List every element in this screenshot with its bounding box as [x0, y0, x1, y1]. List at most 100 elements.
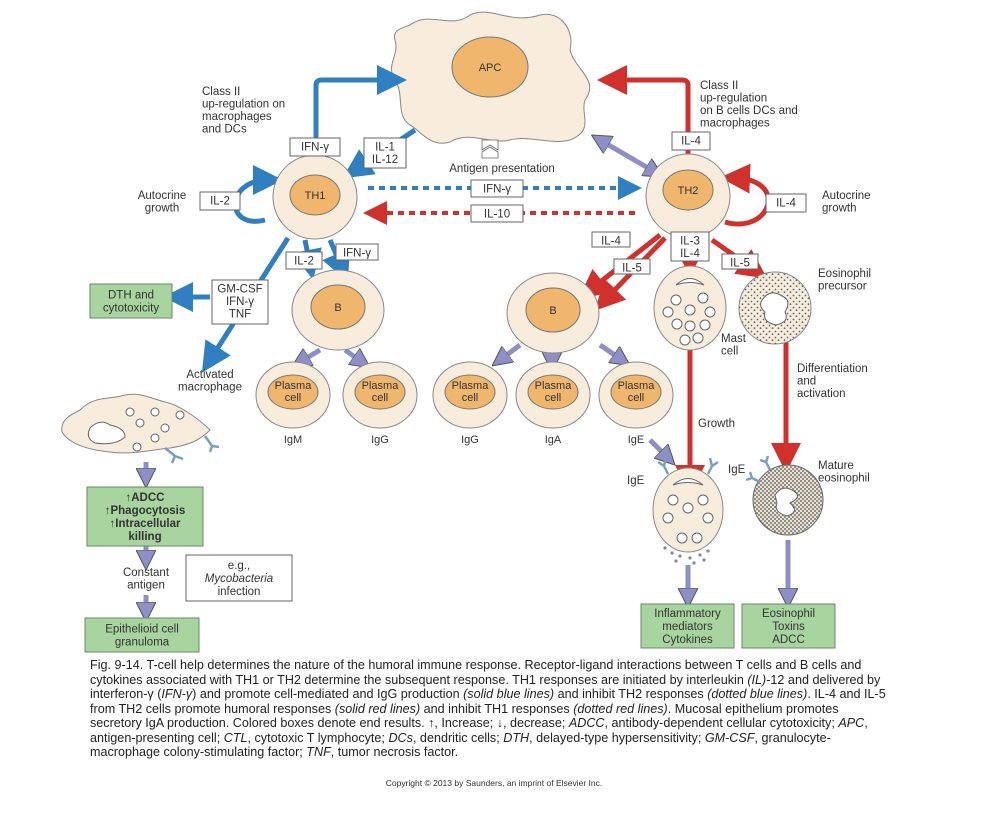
cytokine-label: IL-2 — [294, 256, 314, 268]
eosinophil-precursor-label: precursor — [818, 281, 867, 293]
degranulating-mast-cell — [652, 457, 724, 565]
plasma-cell-label: Plasma — [362, 380, 400, 392]
result-label: Epithelioid cell — [105, 624, 179, 636]
cytokine-label: IL-4 — [776, 198, 796, 210]
ige-label-right: IgE — [728, 464, 746, 476]
example-label: Mycobacteria — [205, 573, 273, 585]
autocrine-growth-right: Autocrine — [822, 190, 871, 202]
result-label: Eosinophil — [762, 608, 815, 620]
right-class-ii-label: on B cells DCs and — [700, 105, 798, 117]
right-class-ii-label: Class II — [700, 80, 738, 92]
figure-caption: Fig. 9-14. T-cell help determines the na… — [90, 658, 886, 759]
plasma-cell-label: cell — [545, 392, 562, 404]
example-label: e.g., — [228, 560, 250, 572]
antibody-icon — [164, 435, 220, 464]
result-label: Cytokines — [662, 634, 713, 646]
right-class-ii-label: up-regulation — [700, 93, 767, 105]
result-label: ↑Phagocytosis — [105, 505, 186, 517]
plasma-cell-label: cell — [462, 392, 479, 404]
left-class-ii-label: macrophages — [202, 111, 272, 123]
autocrine-growth-left: Autocrine — [138, 190, 187, 202]
cytokine-box: IL-5 — [613, 258, 651, 275]
immunoglobulin-label: IgM — [284, 434, 302, 446]
antigen-presentation-label: Antigen presentation — [449, 163, 555, 175]
cytokine-box: IL-10 — [470, 204, 524, 223]
th2-cell: TH2 — [645, 153, 731, 239]
growth-label: Growth — [698, 418, 735, 430]
plasma-cells: PlasmacellIgMPlasmacellIgGPlasmacellIgGP… — [255, 361, 674, 446]
cytokine-box: IL-2 — [285, 251, 323, 270]
left-class-ii-label: up-regulation on — [202, 99, 285, 111]
cytokine-label: IFN-γ — [343, 248, 371, 260]
cytokine-box: IL-1IL-12 — [363, 137, 407, 169]
cytokine-box: IL-4 — [671, 131, 711, 151]
b-cell-label: B — [549, 305, 556, 317]
ige-label-left: IgE — [627, 475, 645, 487]
b-cell-label: B — [334, 302, 341, 314]
cytokine-label: IL-3 — [680, 236, 700, 248]
activated-macrophage-label: Activated — [186, 369, 233, 381]
cytokine-label: IL-5 — [730, 258, 750, 270]
plasma-cell-label: cell — [285, 392, 302, 404]
cytokine-label: IL-4 — [681, 136, 701, 148]
mature-eosinophil-label: eosinophil — [818, 473, 870, 485]
cytokine-label: IL-2 — [210, 196, 230, 208]
mature-eosinophil-label: Mature — [818, 460, 854, 472]
differentiation-label: Differentiation — [797, 363, 868, 375]
activated-macrophage — [61, 393, 220, 464]
eosinophil-precursor-label: Eosinophil — [818, 268, 871, 280]
result-label: ↑ADCC — [126, 492, 165, 504]
plasma-cell-label: Plasma — [535, 380, 573, 392]
immunoglobulin-label: IgG — [371, 434, 389, 446]
apc-label: APC — [479, 62, 502, 74]
result-label: granuloma — [115, 637, 170, 649]
cytokine-label: IL-10 — [484, 209, 510, 221]
differentiation-label: and — [797, 376, 816, 388]
b-cell-left: B — [291, 269, 385, 351]
autocrine-growth-left: growth — [145, 203, 180, 215]
immunoglobulin-label: IgA — [545, 434, 562, 446]
immunoglobulin-label: IgG — [461, 434, 479, 446]
left-class-ii-label: and DCs — [202, 124, 247, 136]
th1-cell: TH1 — [272, 154, 358, 240]
cytokine-label: IFN-γ — [301, 142, 329, 154]
eosinophil-precursor — [738, 271, 812, 345]
cytokine-box: IFN-γ — [289, 137, 341, 157]
constant-antigen-label: antigen — [127, 580, 165, 592]
autocrine-growth-right: growth — [822, 203, 857, 215]
mast-cell-label: cell — [721, 346, 738, 358]
result-label: cytotoxicity — [103, 303, 159, 315]
result-label: ADCC — [772, 634, 805, 646]
purple-arrows — [146, 140, 788, 612]
result-label: killing — [128, 531, 161, 543]
cytokine-box: IFN-γ — [335, 243, 379, 261]
result-label: ↑Intracellular — [110, 518, 181, 530]
immunoglobulin-label: IgE — [628, 434, 645, 446]
cytokine-label: IL-5 — [622, 263, 642, 275]
result-label: Inflammatory — [654, 608, 721, 620]
apc-cell: APC — [390, 11, 591, 159]
cytokine-box: IL-4 — [591, 231, 631, 248]
cytokine-label: IL-12 — [372, 154, 398, 166]
b-cell-right: B — [506, 272, 600, 354]
cytokine-label: IL-1 — [375, 142, 395, 154]
th1-th2-diagram: APC — [61, 11, 871, 653]
mast-cell — [653, 265, 727, 351]
cytokine-box: IL-5 — [721, 253, 759, 270]
differentiation-label: activation — [797, 388, 846, 400]
cytokine-label: GM-CSF — [217, 284, 262, 296]
left-class-ii-label: Class II — [202, 86, 240, 98]
cytokine-box: IL-2 — [199, 191, 241, 211]
example-label: infection — [218, 586, 261, 598]
result-label: Toxins — [772, 621, 805, 633]
ige-receptor-icon — [745, 455, 772, 484]
